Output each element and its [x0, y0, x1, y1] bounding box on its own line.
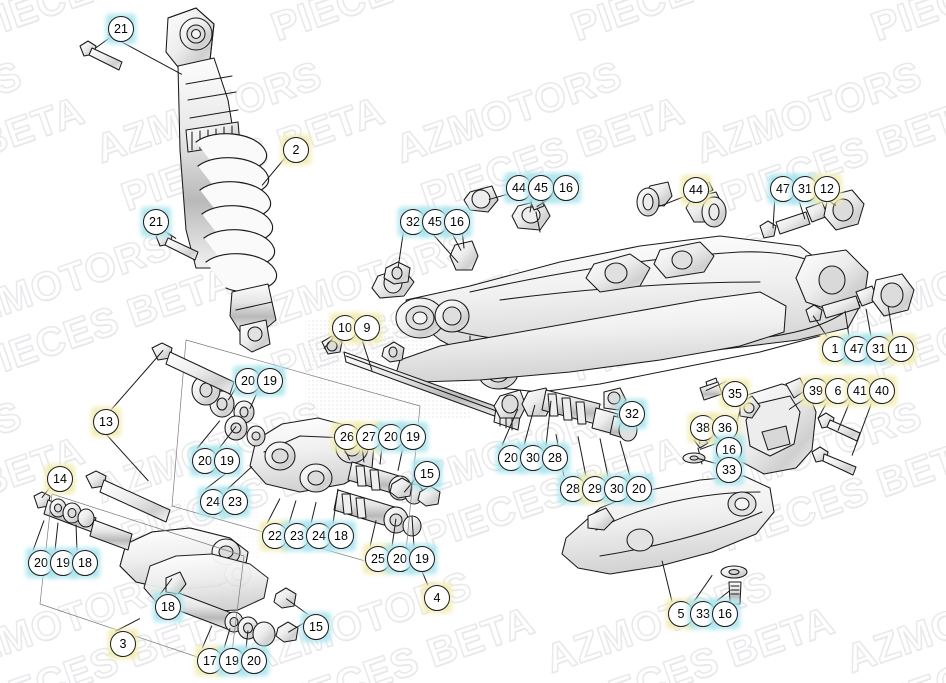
callout-18[interactable]: 18	[326, 521, 356, 551]
callout-21[interactable]: 21	[141, 207, 171, 237]
callout-number: 16	[712, 601, 738, 627]
callout-18[interactable]: 18	[70, 548, 100, 578]
callout-number: 32	[619, 401, 645, 427]
callout-number: 16	[444, 209, 470, 235]
callout-19[interactable]: 19	[255, 366, 285, 396]
callout-19[interactable]: 19	[407, 544, 437, 574]
callout-16[interactable]: 16	[710, 599, 740, 629]
callout-19[interactable]: 19	[212, 446, 242, 476]
callout-18[interactable]: 18	[153, 592, 183, 622]
callout-number: 14	[47, 466, 73, 492]
callout-number: 15	[414, 461, 440, 487]
callout-number: 44	[683, 177, 709, 203]
callout-number: 2	[283, 137, 309, 163]
callout-number: 3	[110, 631, 136, 657]
callout-35[interactable]: 35	[720, 379, 750, 409]
callout-number: 13	[93, 409, 119, 435]
callout-20[interactable]: 20	[239, 646, 269, 676]
callout-number: 28	[542, 445, 568, 471]
callout-2[interactable]: 2	[281, 135, 311, 165]
callout-number: 18	[72, 550, 98, 576]
callout-20[interactable]: 20	[624, 474, 654, 504]
callout-16[interactable]: 16	[442, 207, 472, 237]
callout-4[interactable]: 4	[422, 583, 452, 613]
callout-16[interactable]: 16	[551, 173, 581, 203]
callout-number: 35	[722, 381, 748, 407]
callout-11[interactable]: 11	[886, 334, 916, 364]
callout-15[interactable]: 15	[412, 459, 442, 489]
callout-number: 16	[553, 175, 579, 201]
callout-number: 18	[155, 594, 181, 620]
callout-number: 12	[814, 176, 840, 202]
callout-number: 20	[241, 648, 267, 674]
callout-number: 33	[716, 457, 742, 483]
callout-number: 20	[626, 476, 652, 502]
callout-28[interactable]: 28	[540, 443, 570, 473]
callout-number: 9	[354, 315, 380, 341]
callout-47[interactable]: 47	[768, 174, 798, 204]
callout-number: 19	[400, 424, 426, 450]
callout-23[interactable]: 23	[220, 487, 250, 517]
callout-number: 11	[888, 336, 914, 362]
callout-32[interactable]: 32	[617, 399, 647, 429]
callout-15[interactable]: 15	[301, 612, 331, 642]
callout-12[interactable]: 12	[812, 174, 842, 204]
callout-21[interactable]: 21	[106, 14, 136, 44]
callout-14[interactable]: 14	[45, 464, 75, 494]
callout-number: 19	[214, 448, 240, 474]
callout-9[interactable]: 9	[352, 313, 382, 343]
callout-19[interactable]: 19	[398, 422, 428, 452]
callout-3[interactable]: 3	[108, 629, 138, 659]
callout-13[interactable]: 13	[91, 407, 121, 437]
callout-40[interactable]: 40	[867, 376, 897, 406]
callout-number: 19	[257, 368, 283, 394]
callout-number: 19	[409, 546, 435, 572]
callout-number: 21	[108, 16, 134, 42]
callout-number: 40	[869, 378, 895, 404]
callout-33[interactable]: 33	[714, 455, 744, 485]
callout-44[interactable]: 44	[681, 175, 711, 205]
callout-number: 23	[222, 489, 248, 515]
callout-number: 18	[328, 523, 354, 549]
callout-number: 4	[424, 585, 450, 611]
callout-number: 15	[303, 614, 329, 640]
callout-number: 21	[143, 209, 169, 235]
